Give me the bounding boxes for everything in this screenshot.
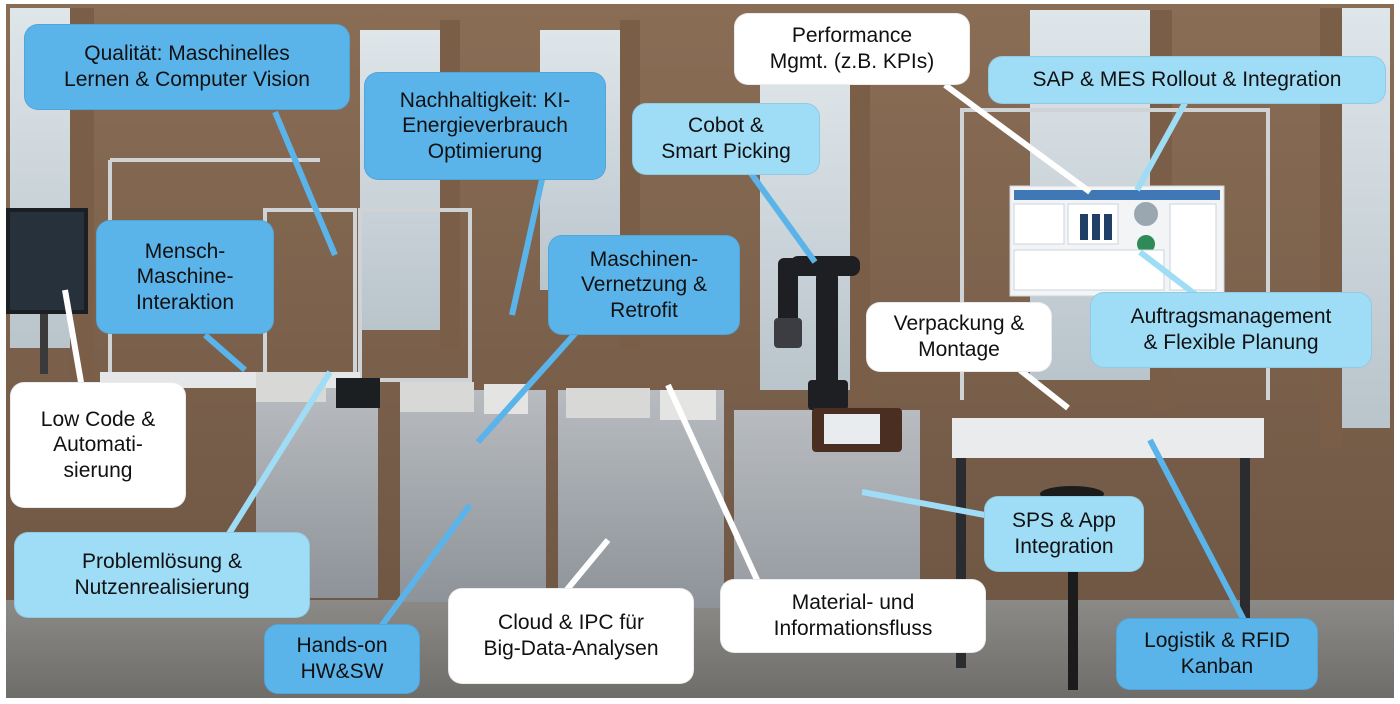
label-sps-app: SPS & App Integration (984, 496, 1144, 572)
label-performance: Performance Mgmt. (z.B. KPIs) (734, 13, 970, 85)
connector-sap-mes (1134, 101, 1188, 192)
kpi-board (1009, 185, 1225, 297)
connector-problemloesung (222, 370, 333, 542)
label-hands-on: Hands-on HW&SW (264, 624, 420, 694)
label-cobot: Cobot & Smart Picking (632, 103, 820, 175)
connector-nachhaltigkeit (509, 174, 546, 316)
connector-verpackung (1018, 367, 1070, 411)
label-low-code: Low Code & Automati- sierung (10, 382, 186, 508)
robot-arm (774, 256, 860, 410)
connector-logistik (1147, 438, 1248, 624)
label-mensch-maschine: Mensch- Maschine- Interaktion (96, 220, 274, 334)
connector-qualitaet (272, 110, 338, 257)
label-cloud-ipc: Cloud & IPC für Big-Data-Analysen (448, 588, 694, 684)
connector-vernetzung (475, 325, 583, 445)
connector-low-code (62, 289, 85, 389)
connector-hands-on (377, 503, 473, 630)
label-vernetzung: Maschinen- Vernetzung & Retrofit (548, 235, 740, 335)
label-material: Material- und Informationsfluss (720, 579, 986, 653)
connector-performance (943, 82, 1092, 195)
label-qualitaet: Qualität: Maschinelles Lernen & Computer… (24, 24, 350, 110)
connector-auftrag (1138, 249, 1202, 301)
label-logistik: Logistik & RFID Kanban (1116, 618, 1318, 690)
connector-cloud (562, 538, 611, 594)
label-nachhaltigkeit: Nachhaltigkeit: KI- Energieverbrauch Opt… (364, 72, 606, 180)
connector-material (665, 383, 761, 584)
connector-sps (861, 489, 986, 518)
connector-cobot (747, 170, 818, 264)
label-auftrag: Auftragsmanagement & Flexible Planung (1090, 292, 1372, 368)
connector-mensch (203, 332, 247, 373)
wall-monitor (6, 208, 88, 374)
label-sap-mes: SAP & MES Rollout & Integration (988, 56, 1386, 104)
label-problemloesung: Problemlösung & Nutzenrealisierung (14, 532, 310, 618)
label-verpackung: Verpackung & Montage (866, 302, 1052, 372)
